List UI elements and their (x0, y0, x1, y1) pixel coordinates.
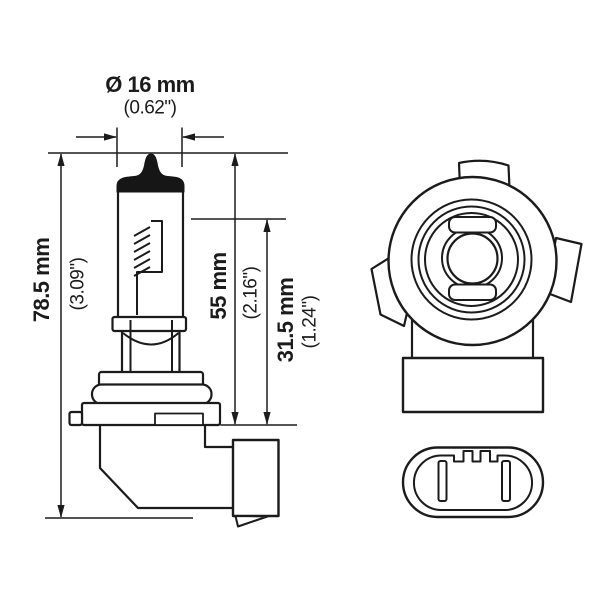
ring-middle (417, 205, 526, 314)
dim-diameter-metric: Ø 16 mm (105, 72, 195, 97)
body-step (203, 425, 234, 449)
dimension-lines (45, 127, 297, 519)
base-stack (68, 315, 222, 427)
terminal-slot-left (437, 460, 448, 502)
dim-base-imperial: (1.24") (299, 295, 321, 349)
base-block-front (401, 356, 545, 414)
dim-base-metric: 31.5 mm (273, 277, 298, 363)
bulb-side-view (68, 153, 280, 528)
o-ring-bulge (90, 383, 213, 406)
glass-dome-circle (446, 232, 499, 285)
connector-flap (234, 515, 269, 528)
filament-assembly (133, 220, 163, 315)
filament-coil-hatch (133, 226, 151, 277)
collar-ring (111, 315, 188, 333)
ring-inner (424, 212, 519, 307)
dim-overall-metric: 78.5 mm (29, 237, 54, 323)
arrowheads (57, 133, 271, 518)
flange-left-tab (68, 410, 84, 427)
flange-inset-detail (154, 412, 204, 426)
pinch-seal-arc (122, 332, 180, 346)
glass-flat-top (448, 216, 497, 234)
terminal-slot-right (501, 460, 511, 502)
support-wire (136, 220, 163, 315)
glass-tube (116, 153, 185, 317)
connector-face-view (401, 446, 545, 519)
connector-inner-shell (412, 450, 534, 511)
dim-diameter-imperial: (0.62") (123, 97, 177, 119)
connector-block (231, 438, 280, 518)
dim-glass-imperial: (2.16") (240, 266, 262, 320)
dim-glass-metric: 55 mm (206, 252, 231, 320)
dim-overall-imperial: (3.09") (67, 257, 89, 311)
body-outline (98, 425, 233, 510)
base-body (98, 425, 280, 528)
bulb-front-view (370, 159, 583, 414)
black-tip (116, 153, 185, 193)
glass-flat-bottom (448, 283, 497, 301)
ring-outer (410, 198, 533, 321)
